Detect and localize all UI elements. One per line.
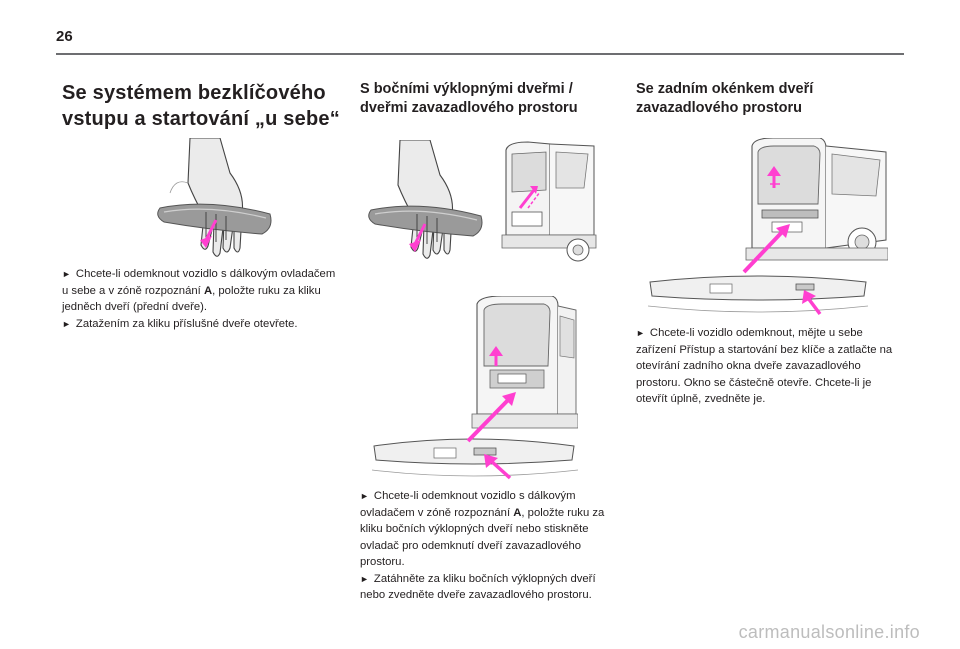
pointer-arrow-icon: [742, 228, 786, 274]
title-line-2: zavazadlového prostoru: [636, 100, 802, 116]
instruction-text: Zatažením za kliku příslušné dveře otevř…: [75, 317, 298, 330]
instruction-text: , položte ruku za kliku jedněch dveří (p…: [62, 284, 321, 314]
unlock-arrow-icon: [518, 189, 536, 209]
column-keyless-entry: Se systémem bezklíčového vstupu a starto…: [62, 80, 340, 132]
pull-arrow-icon: [413, 223, 427, 245]
front-door-handle-illustration: [157, 138, 272, 257]
bullet-arrow-icon: ►: [360, 573, 369, 584]
instruction-text: , položte ruku za kliku bočních výklopný…: [360, 506, 605, 569]
pointer-arrow-icon: [488, 458, 512, 480]
instruction-item: ► Zatažením za kliku příslušné dveře otev…: [62, 316, 340, 333]
header-rule: [56, 53, 904, 55]
title-line-2: vstupu a startování „u sebe“: [62, 108, 340, 130]
instruction-text: Chcete-li odemknout vozidlo s dálkovým o…: [360, 490, 576, 519]
bullet-arrow-icon: ►: [636, 328, 645, 338]
page-number: 26: [56, 28, 73, 45]
zone-label: A: [513, 506, 522, 519]
col1-instructions: ►Chcete-li odemknout vozidlo s dálkovým …: [62, 266, 340, 332]
watermark: carmanualsonline.info: [738, 622, 920, 642]
instruction-text: Zatáhněte za kliku bočních výklopných dv…: [360, 572, 596, 602]
instruction-item: ►Chcete-li odemknout vozidlo s dálkovým …: [360, 488, 622, 571]
section-title-side-doors: S bočními výklopnými dveřmi / dveřmi zav…: [360, 80, 622, 118]
instruction-text: Chcete-li vozidlo odemknout, mějte u seb…: [636, 327, 893, 405]
bullet-arrow-icon: ►: [360, 491, 369, 501]
instruction-item: ►Chcete-li vozidlo odemknout, mějte u se…: [636, 325, 904, 408]
bullet-arrow-icon: ►: [62, 269, 71, 279]
column-side-doors: S bočními výklopnými dveřmi / dveřmi zav…: [360, 80, 622, 118]
title-line-2: dveřmi zavazadlového prostoru: [360, 100, 578, 116]
col3-instructions: ►Chcete-li vozidlo odemknout, mějte u se…: [636, 325, 904, 408]
instruction-item: ►Chcete-li odemknout vozidlo s dálkovým …: [62, 266, 340, 316]
column-rear-window: Se zadním okénkem dveří zavazadlového pr…: [636, 80, 904, 118]
pull-arrow-icon: [204, 219, 218, 241]
zone-label: A: [203, 284, 213, 297]
tailgate-button-illustration: [372, 296, 578, 480]
col2-instructions: ►Chcete-li odemknout vozidlo s dálkovým …: [360, 488, 622, 604]
rear-window-illustration: [648, 138, 888, 316]
bullet-arrow-icon: ►: [62, 318, 71, 329]
section-title-keyless: Se systémem bezklíčového vstupu a starto…: [62, 80, 340, 132]
instruction-item: ►Zatáhněte za kliku bočních výklopných d…: [360, 571, 622, 604]
pointer-arrow-icon: [806, 296, 822, 316]
section-title-rear-window: Se zadním okénkem dveří zavazadlového pr…: [636, 80, 904, 118]
title-line-1: Se zadním okénkem dveří: [636, 81, 814, 97]
side-door-handle-illustration: [368, 140, 483, 259]
title-line-1: S bočními výklopnými dveřmi /: [360, 81, 573, 97]
instruction-text: Chcete-li odemknout vozidlo s dálkovým o…: [62, 268, 336, 297]
title-line-1: Se systémem bezklíčového: [62, 82, 326, 104]
pointer-arrow-icon: [466, 396, 512, 443]
van-rear-side-doors-illustration: [501, 141, 597, 262]
